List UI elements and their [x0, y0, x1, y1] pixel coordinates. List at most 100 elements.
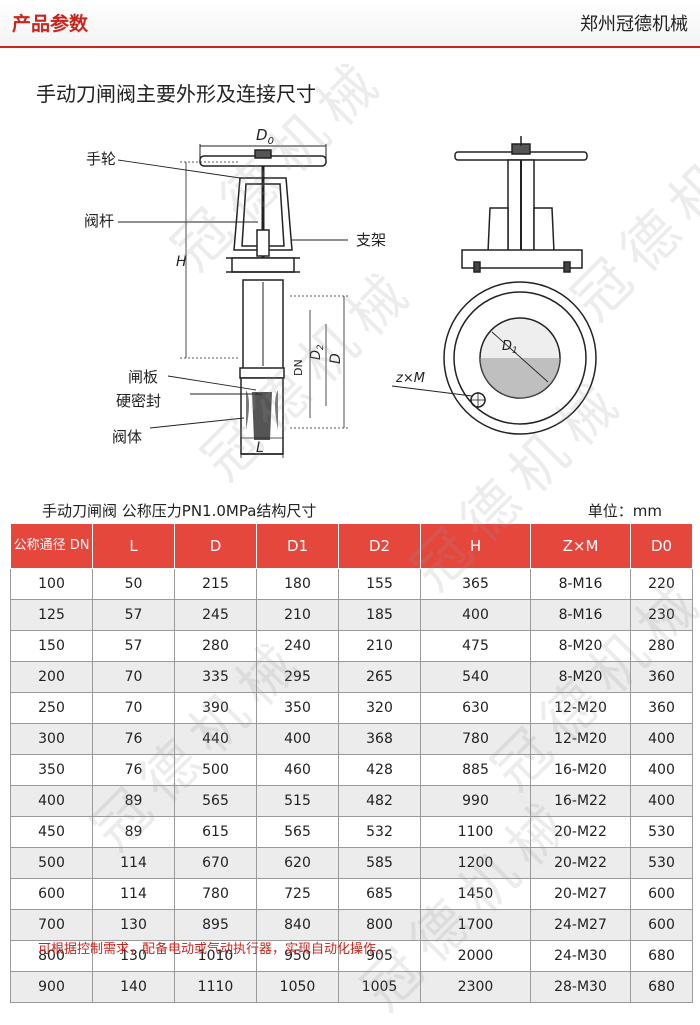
table-cell: 70 [92, 692, 175, 724]
footnote: 可根据控制需求，配备电动或气动执行器，实现自动化操作。 [38, 942, 390, 957]
table-cell: 600 [630, 878, 693, 910]
table-cell: 350 [10, 754, 93, 786]
table-cell: 76 [92, 723, 175, 755]
table-cell: 670 [174, 847, 257, 879]
table-cell: 20-M22 [530, 847, 631, 879]
table-cell: 20-M27 [530, 878, 631, 910]
table-cell: 130 [92, 909, 175, 941]
table-cell: 350 [256, 692, 339, 724]
table-cell: 140 [92, 971, 175, 1003]
label-stem: 阀杆 [84, 212, 114, 230]
table-cell: 114 [92, 847, 175, 879]
handwheel-front [199, 144, 327, 167]
table-cell: 565 [174, 785, 257, 817]
table-cell: 680 [630, 971, 693, 1003]
table-cell: 220 [630, 568, 693, 600]
label-handwheel: 手轮 [86, 150, 116, 168]
dim-d0: D0 [256, 126, 274, 147]
table-cell: 365 [420, 568, 531, 600]
table-cell: 28-M30 [530, 971, 631, 1003]
table-cell: 245 [174, 599, 257, 631]
table-cell: 8-M16 [530, 599, 631, 631]
table-cell: 240 [256, 630, 339, 662]
table-cell: 280 [630, 630, 693, 662]
valve-side-view [391, 136, 597, 435]
table-cell: 440 [174, 723, 257, 755]
table-cell: 57 [92, 599, 175, 631]
table-cell: 532 [338, 816, 421, 848]
table-caption: 手动刀闸阀 公称压力PN1.0MPa结构尺寸 [42, 502, 317, 520]
table-cell: 400 [630, 723, 693, 755]
table-cell: 530 [630, 816, 693, 848]
table-cell: 210 [338, 630, 421, 662]
table-cell: 8-M20 [530, 661, 631, 693]
table-cell: 320 [338, 692, 421, 724]
column-header: 公称通径 DN [10, 523, 93, 569]
table-cell: 400 [256, 723, 339, 755]
table-cell: 390 [174, 692, 257, 724]
label-hard-seal: 硬密封 [116, 392, 161, 410]
table-cell: 230 [630, 599, 693, 631]
table-cell: 300 [10, 723, 93, 755]
table-cell: 295 [256, 661, 339, 693]
table-cell: 114 [92, 878, 175, 910]
table-cell: 400 [420, 599, 531, 631]
table-cell: 150 [10, 630, 93, 662]
table-cell: 1005 [338, 971, 421, 1003]
column-header: D [174, 523, 257, 569]
table-cell: 500 [10, 847, 93, 879]
diagram-title: 手动刀闸阀主要外形及连接尺寸 [36, 82, 316, 106]
table-cell: 530 [630, 847, 693, 879]
table-cell: 1050 [256, 971, 339, 1003]
table-cell: 215 [174, 568, 257, 600]
dim-d1: D1 [502, 339, 518, 356]
label-body: 阀体 [112, 428, 142, 446]
table-cell: 895 [174, 909, 257, 941]
table-cell: 780 [420, 723, 531, 755]
table-cell: 200 [10, 661, 93, 693]
table-cell: 990 [420, 785, 531, 817]
table-cell: 57 [92, 630, 175, 662]
table-cell: 780 [174, 878, 257, 910]
table-cell: 2300 [420, 971, 531, 1003]
table-cell: 70 [92, 661, 175, 693]
company-name: 郑州冠德机械 [580, 14, 688, 35]
label-gate: 闸板 [128, 368, 158, 386]
dim-h: H [176, 254, 187, 270]
table-cell: 450 [10, 816, 93, 848]
table-cell: 600 [10, 878, 93, 910]
table-cell: 8-M20 [530, 630, 631, 662]
table-cell: 2000 [420, 940, 531, 972]
table-cell: 620 [256, 847, 339, 879]
table-cell: 585 [338, 847, 421, 879]
table-cell: 335 [174, 661, 257, 693]
table-cell: 1200 [420, 847, 531, 879]
table-cell: 89 [92, 816, 175, 848]
table-cell: 685 [338, 878, 421, 910]
table-cell: 1110 [174, 971, 257, 1003]
column-header: H [420, 523, 531, 569]
table-cell: 515 [256, 785, 339, 817]
table-cell: 905 [338, 940, 421, 972]
table-cell: 428 [338, 754, 421, 786]
table-cell: 155 [338, 568, 421, 600]
table-cell: 368 [338, 723, 421, 755]
table-cell: 565 [256, 816, 339, 848]
table-cell: 360 [630, 692, 693, 724]
page-header: 产品参数 郑州冠德机械 [0, 0, 700, 48]
table-cell: 250 [10, 692, 93, 724]
table-cell: 400 [10, 785, 93, 817]
label-bracket: 支架 [356, 231, 386, 249]
table-cell: 540 [420, 661, 531, 693]
table-cell: 700 [10, 909, 93, 941]
table-cell: 130 [92, 940, 175, 972]
table-cell: 1700 [420, 909, 531, 941]
dim-zm: z×M [395, 371, 425, 386]
table-cell: 89 [92, 785, 175, 817]
